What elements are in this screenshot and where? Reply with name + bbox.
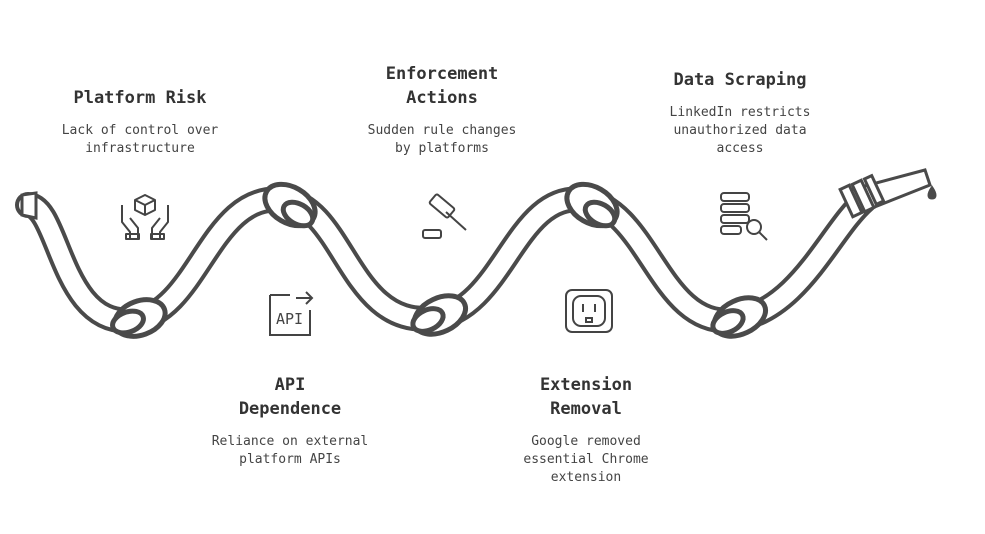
knot-1 — [110, 297, 168, 339]
api-icon — [269, 291, 314, 336]
power-outlet-icon — [565, 289, 613, 333]
stage-desc: Reliance on external platform APIs — [211, 434, 369, 467]
stage-data-scraping: Data Scraping LinkedIn restricts unautho… — [640, 68, 840, 158]
nozzle-icon — [838, 168, 937, 219]
stage-desc: Sudden rule changes by platforms — [367, 123, 517, 156]
stage-desc: Google removed essential Chrome extensio… — [523, 434, 649, 485]
stage-title: API Dependence — [238, 375, 342, 419]
stage-desc: LinkedIn restricts unauthorized data acc… — [669, 105, 811, 156]
api-icon-label: API — [276, 310, 303, 328]
hands-cube-icon — [121, 194, 169, 240]
rope-end — [20, 191, 38, 220]
stage-api-dependence: API Dependence Reliance on external plat… — [190, 373, 390, 469]
knot-2 — [262, 181, 318, 229]
stage-title: Platform Risk — [73, 88, 207, 108]
knot-5 — [710, 295, 769, 339]
stage-title: Extension Removal — [539, 375, 633, 419]
knot-3 — [410, 293, 469, 337]
knot-4 — [564, 181, 620, 229]
stage-desc: Lack of control over infrastructure — [61, 123, 219, 156]
stage-title: Data Scraping — [673, 70, 807, 90]
stage-platform-risk: Platform Risk Lack of control over infra… — [40, 86, 240, 158]
stage-extension-removal: Extension Removal Google removed essenti… — [486, 373, 686, 487]
stage-title: Enforcement Actions — [385, 64, 499, 108]
stage-enforcement-actions: Enforcement Actions Sudden rule changes … — [342, 62, 542, 158]
database-search-icon — [720, 192, 768, 241]
gavel-icon — [422, 193, 467, 239]
